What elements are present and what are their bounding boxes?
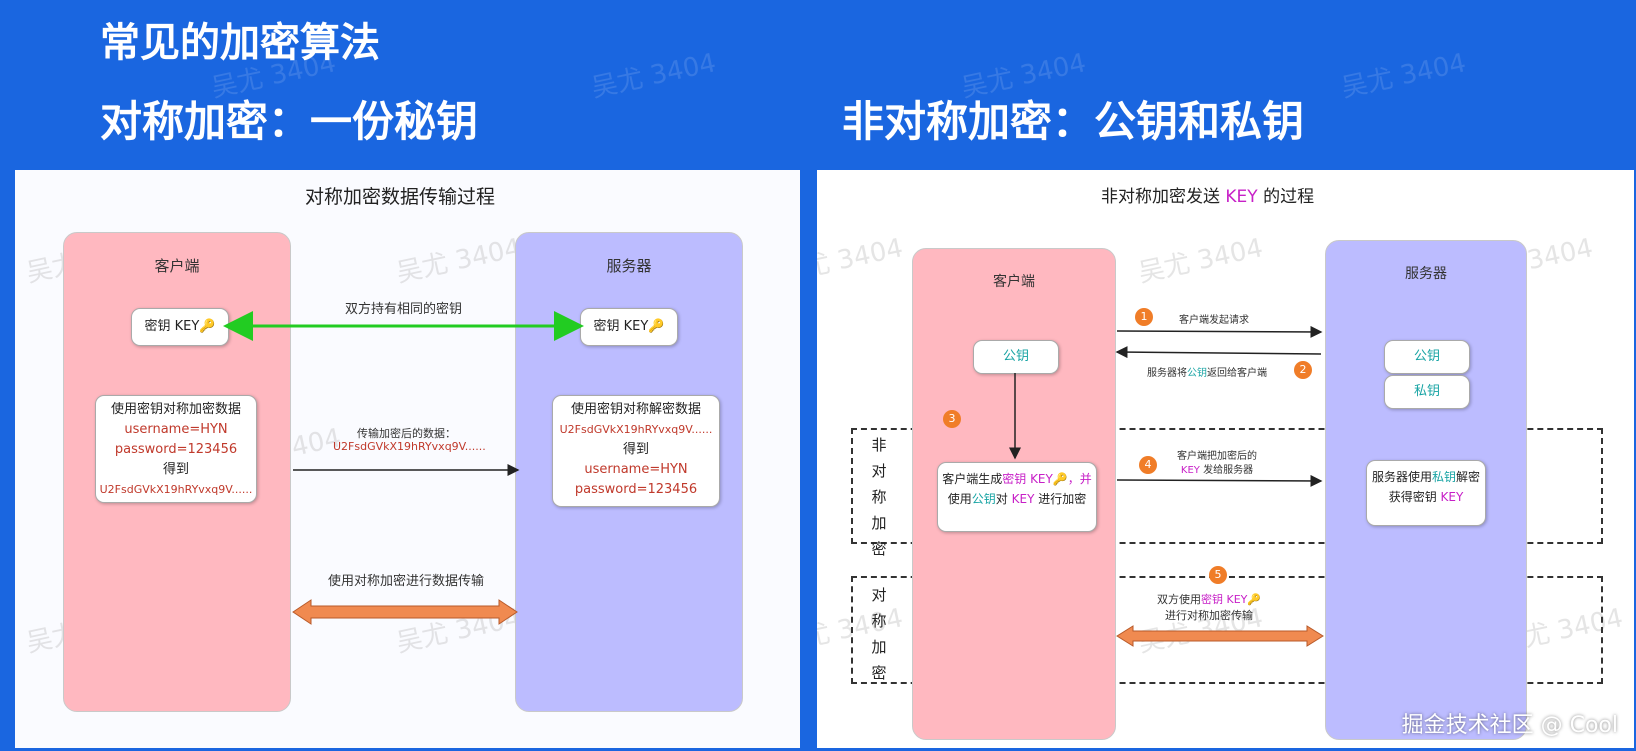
transfer-label: 传输加密后的数据： bbox=[357, 427, 456, 440]
symmetric-diagram-panel: 对称加密数据传输过程 吴尤 3404 吴尤 3404 吴尤 3404 吴尤 34… bbox=[15, 170, 800, 748]
asymmetric-heading: 非对称加密：公钥和私钥 bbox=[842, 97, 1305, 146]
step5-line2: 进行对称加密传输 bbox=[1165, 609, 1254, 622]
server-title: 服务器 bbox=[606, 257, 652, 275]
step1-badge: 1 bbox=[1135, 308, 1153, 326]
client-public-key-box: 公钥 bbox=[973, 340, 1059, 374]
asymmetric-diagram-panel: 非对称加密发送 KEY 的过程 吴尤 3404 吴尤 3404 吴尤 3404 … bbox=[817, 170, 1634, 748]
symmetric-section-frame bbox=[851, 576, 1603, 684]
asym-title-key: KEY bbox=[1225, 187, 1258, 207]
symmetric-arrows bbox=[223, 311, 584, 625]
watermark: 吴尤 3404 bbox=[588, 48, 719, 104]
server-public-key-box: 公钥 bbox=[1384, 340, 1470, 374]
step4-label: 客户端把加密后的 KEY 发给服务器 bbox=[1177, 450, 1257, 478]
step4-badge: 4 bbox=[1139, 456, 1157, 474]
asym-title-suffix: 的过程 bbox=[1263, 187, 1315, 207]
step1-arrow bbox=[1116, 325, 1323, 338]
server-decrypt-box: 使用密钥对称解密数据 U2FsdGVkX19hRYvxq9V...... 得到 … bbox=[552, 395, 720, 507]
step4-line1: 客户端把加密后的 bbox=[1177, 451, 1257, 462]
server-username: username=HYN bbox=[584, 462, 688, 477]
shared-key-label: 双方持有相同的密钥 bbox=[345, 302, 463, 317]
gen-text: 客户端生成 bbox=[942, 472, 1003, 486]
data-transfer-double-arrow bbox=[292, 599, 518, 625]
client-generate-key-box: 客户端生成密钥 KEY🔑，并 使用公钥对 KEY 进行加密 bbox=[937, 462, 1097, 532]
server-cipher: U2FsdGVkX19hRYvxq9V...... bbox=[559, 423, 713, 436]
data-transfer-label: 使用对称加密进行数据传输 bbox=[328, 574, 485, 589]
server-decrypt-title: 使用密钥对称解密数据 bbox=[570, 402, 701, 417]
dec-private-key: 私钥 bbox=[1431, 470, 1456, 484]
gen-encrypt: 进行加密 bbox=[1038, 492, 1087, 506]
gen-key: KEY bbox=[1011, 492, 1035, 506]
step4-line2: 发给服务器 bbox=[1203, 465, 1254, 476]
server-got: 得到 bbox=[622, 442, 649, 457]
step5-label: 双方使用密钥 KEY🔑 进行对称加密传输 bbox=[1157, 592, 1261, 624]
asymmetric-section-frame bbox=[851, 428, 1603, 544]
step5-double-arrow bbox=[1116, 625, 1324, 647]
asymmetric-section-label: 非对称加密 bbox=[871, 436, 887, 558]
step4-arrow bbox=[1116, 474, 1323, 487]
step2-label-c: 返回给客户端 bbox=[1207, 368, 1267, 379]
symmetric-diagram-title: 对称加密数据传输过程 bbox=[305, 186, 496, 208]
client-encrypt-box: 使用密钥对称加密数据 username=HYN password=123456 … bbox=[95, 395, 257, 503]
dec-key: KEY bbox=[1440, 490, 1464, 504]
client-cipher: U2FsdGVkX19hRYvxq9V...... bbox=[99, 483, 253, 496]
asymmetric-diagram-title: 非对称加密发送 KEY 的过程 bbox=[1101, 182, 1314, 207]
dec-text: 服务器使用 bbox=[1371, 470, 1432, 484]
step2-public-key: 公钥 bbox=[1187, 368, 1207, 379]
gen-use: 使用 bbox=[947, 492, 972, 506]
client-got: 得到 bbox=[162, 462, 189, 477]
step2-label: 服务器将公钥返回给客户端 bbox=[1147, 364, 1267, 379]
step2-arrow bbox=[1115, 346, 1322, 359]
client-username: username=HYN bbox=[124, 422, 228, 437]
server-key-box: 密钥 KEY🔑 bbox=[580, 308, 678, 346]
step1-label: 客户端发起请求 bbox=[1179, 315, 1249, 326]
transfer-cipher: U2FsdGVkX19hRYvxq9V...... bbox=[333, 440, 486, 453]
symmetric-heading: 对称加密：一份秘钥 bbox=[100, 97, 479, 146]
symmetric-section-label: 对称加密 bbox=[871, 586, 887, 682]
gen-to: 对 bbox=[995, 492, 1008, 506]
server-decrypt-key-box: 服务器使用私钥解密 获得密钥 KEY bbox=[1366, 460, 1486, 526]
client-encrypt-title: 使用密钥对称加密数据 bbox=[110, 402, 241, 417]
page-title: 常见的加密算法 bbox=[100, 20, 380, 66]
step4-key: KEY bbox=[1180, 465, 1200, 476]
gen-key-label: KEY🔑，并 bbox=[1030, 472, 1092, 486]
client-password: password=123456 bbox=[114, 442, 238, 457]
dec-decrypt: 解密 bbox=[1456, 470, 1481, 484]
asym-title-prefix: 非对称加密发送 bbox=[1101, 187, 1220, 207]
asymmetric-arrows bbox=[1009, 325, 1324, 647]
step2-label-a: 服务器将 bbox=[1147, 368, 1187, 379]
step3-badge: 3 bbox=[943, 410, 961, 428]
step5-key: KEY🔑 bbox=[1226, 593, 1262, 606]
client-title: 客户端 bbox=[154, 257, 200, 275]
gen-public-key: 公钥 bbox=[971, 492, 996, 506]
step2-badge: 2 bbox=[1294, 361, 1312, 379]
asym-server-title: 服务器 bbox=[1405, 266, 1447, 282]
gen-key-word: 密钥 bbox=[1002, 472, 1027, 486]
server-password: password=123456 bbox=[574, 482, 698, 497]
asym-client-title: 客户端 bbox=[993, 274, 1035, 290]
dec-get: 获得密钥 bbox=[1388, 490, 1437, 504]
server-private-key-box: 私钥 bbox=[1384, 375, 1470, 409]
step5-both: 双方使用 bbox=[1157, 593, 1201, 606]
watermark: 吴尤 3404 bbox=[1338, 48, 1469, 104]
brand-watermark: 掘金技术社区 @ Cool bbox=[1401, 713, 1618, 738]
step5-badge: 5 bbox=[1209, 566, 1227, 584]
step5-key-word: 密钥 bbox=[1201, 593, 1223, 606]
